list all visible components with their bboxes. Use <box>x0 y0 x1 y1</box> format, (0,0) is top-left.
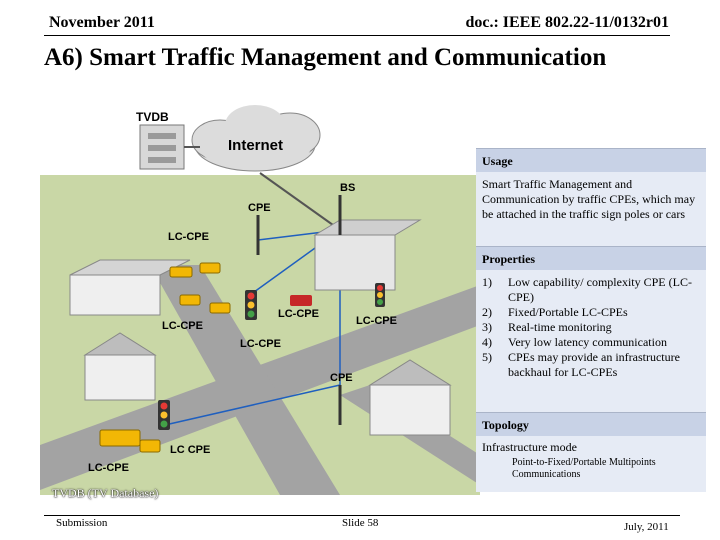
house-right <box>369 384 451 436</box>
footer-divider <box>44 515 680 516</box>
property-item: 2)Fixed/Portable LC-CPEs <box>482 305 628 319</box>
traffic-light-right <box>375 283 385 307</box>
traffic-light-center <box>245 290 257 320</box>
internet-cloud-icon <box>191 105 321 172</box>
lc-cpe-label-4: LC-CPE <box>356 315 397 327</box>
property-item: 4)Very low latency communication <box>482 335 667 349</box>
header-divider <box>44 35 670 36</box>
tvdb-caption: TVDB (TV Database) <box>52 486 159 500</box>
topology-text: Infrastructure mode <box>482 440 577 454</box>
property-item: 3)Real-time monitoring <box>482 320 612 334</box>
lc-cpe-label-1: LC-CPE <box>168 231 209 243</box>
header-date: November 2011 <box>49 14 155 31</box>
road-cross <box>150 265 340 495</box>
topology-subtext: Point-to-Fixed/Portable Multipoints Comm… <box>512 457 656 480</box>
lc-cpe-space-label: LC CPE <box>170 444 210 456</box>
vehicles <box>99 262 231 453</box>
traffic-scene-diagram: TVDB Internet BS CPE CPE <box>40 105 480 495</box>
bs-label: BS <box>340 182 355 194</box>
lc-cpe-label-5: LC-CPE <box>240 338 281 350</box>
topology-section: Infrastructure mode Point-to-Fixed/Porta… <box>476 436 706 492</box>
slide-title: A6) Smart Traffic Management and Communi… <box>44 44 607 71</box>
cpe-label-upper: CPE <box>248 202 271 214</box>
footer-slide-number: Slide 58 <box>342 517 379 529</box>
properties-list: 1)Low capability/ complexity CPE (LC-CPE… <box>476 270 706 412</box>
properties-header: Properties <box>476 246 706 270</box>
info-panel: Usage Smart Traffic Management and Commu… <box>476 148 706 492</box>
lc-cpe-label-2: LC-CPE <box>162 320 203 332</box>
internet-label: Internet <box>228 137 283 154</box>
house-left <box>84 354 156 401</box>
lc-cpe-label-6: LC-CPE <box>88 462 129 474</box>
footer-date: July, 2011 <box>624 521 669 533</box>
lc-cpe-label-3: LC-CPE <box>278 308 319 320</box>
bs-building <box>314 234 396 291</box>
red-car <box>290 295 312 306</box>
building-left <box>69 274 161 316</box>
usage-text: Smart Traffic Management and Communicati… <box>476 172 706 246</box>
usage-header: Usage <box>476 148 706 172</box>
cpe-label-lower: CPE <box>330 372 353 384</box>
header-doc-id: doc.: IEEE 802.22-11/0132r01 <box>465 14 669 31</box>
property-item: 5)CPEs may provide an infrastructure bac… <box>482 350 680 379</box>
property-item: 1)Low capability/ complexity CPE (LC-CPE… <box>482 275 692 304</box>
traffic-light-lower <box>158 400 170 430</box>
footer-submission: Submission <box>56 517 108 529</box>
topology-header: Topology <box>476 412 706 436</box>
tvdb-label: TVDB <box>136 110 169 124</box>
